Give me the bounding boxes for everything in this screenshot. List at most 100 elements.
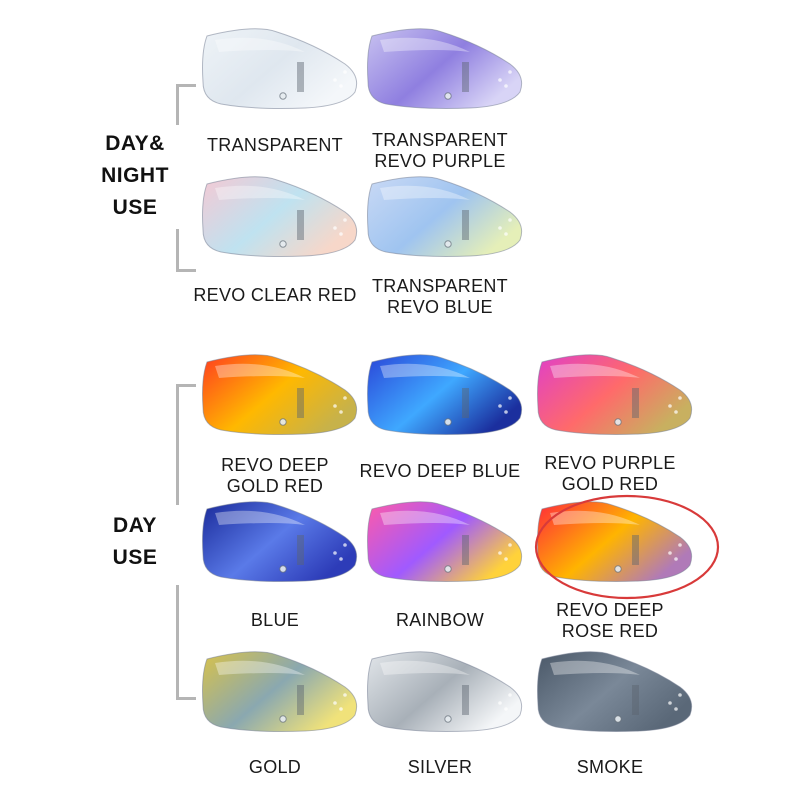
caption-line: GOLD RED (226, 476, 324, 496)
day-line2: USE (112, 546, 158, 569)
caption-line: BLUE (250, 610, 300, 630)
day-night-line2: NIGHT (101, 164, 169, 187)
visor-shape (367, 651, 523, 732)
visor-pin (279, 565, 287, 573)
visor-tab (297, 210, 304, 240)
visor-tab (632, 535, 639, 565)
caption-line: REVO CLEAR RED (193, 285, 357, 305)
visor-revo-deep-gold-red (202, 354, 358, 435)
visor-smoke (537, 651, 693, 732)
visor-vent-dot (668, 551, 672, 555)
caption-transparent: TRANSPARENT (175, 135, 375, 156)
visor-revo-purple-gold-red (537, 354, 693, 435)
visor-revo-clear-red (202, 176, 358, 257)
day-use-label: DAY USE (95, 510, 175, 574)
visor-tab (462, 685, 469, 715)
visor-revo-deep-blue (367, 354, 523, 435)
caption-line: REVO BLUE (387, 297, 493, 317)
visor-vent-dot (508, 218, 512, 222)
selection-ring (534, 494, 720, 600)
visor-vent-dot (504, 410, 508, 414)
visor-vent-dot (498, 701, 502, 705)
visor-shape (202, 501, 358, 582)
visor-vent-dot (508, 70, 512, 74)
caption-smoke: SMOKE (510, 757, 710, 778)
visor-vent-dot (498, 78, 502, 82)
caption-rainbow: RAINBOW (340, 610, 540, 631)
visor-vent-dot (678, 543, 682, 547)
day-night-use-label: DAY& NIGHT USE (90, 128, 180, 224)
day-night-line3: USE (112, 196, 158, 219)
visor-vent-dot (504, 707, 508, 711)
visor-shape (367, 354, 523, 435)
visor-vent-dot (674, 557, 678, 561)
visor-shine (380, 363, 470, 378)
visor-vent-dot (504, 557, 508, 561)
visor-tab (632, 685, 639, 715)
visor-shape (537, 651, 693, 732)
visor-shape (367, 501, 523, 582)
visor-shape (367, 176, 523, 257)
caption-blue: BLUE (175, 610, 375, 631)
caption-line: REVO DEEP (556, 600, 664, 620)
visor-pin (279, 418, 287, 426)
visor-tab (462, 535, 469, 565)
visor-tab (462, 210, 469, 240)
visor-vent-dot (333, 226, 337, 230)
visor-blue (202, 501, 358, 582)
visor-vent-dot (339, 410, 343, 414)
visor-transparent-revo-purple (367, 28, 523, 109)
visor-vent-dot (339, 557, 343, 561)
caption-line: SILVER (407, 757, 473, 777)
visor-vent-dot (343, 543, 347, 547)
visor-tab (297, 685, 304, 715)
day-line1: DAY (113, 514, 157, 537)
selection-ring-ellipse (534, 494, 720, 600)
visor-pin (614, 418, 622, 426)
caption-line: SMOKE (576, 757, 644, 777)
visor-vent-dot (343, 70, 347, 74)
visor-shine (380, 510, 470, 525)
caption-revo-clear-red: REVO CLEAR RED (175, 285, 375, 306)
visor-pin (444, 565, 452, 573)
visor-vent-dot (333, 701, 337, 705)
visor-shine (380, 660, 470, 675)
visor-vent-dot (343, 396, 347, 400)
visor-pin (614, 565, 622, 573)
visor-tab (297, 388, 304, 418)
visor-tab (297, 535, 304, 565)
visor-vent-dot (508, 693, 512, 697)
caption-line: TRANSPARENT (372, 276, 508, 296)
visor-vent-dot (504, 84, 508, 88)
visor-pin (444, 418, 452, 426)
caption-line: GOLD (248, 757, 302, 777)
caption-line: RAINBOW (395, 610, 485, 630)
caption-line: REVO PURPLE (544, 453, 676, 473)
visor-pin (279, 715, 287, 723)
visor-shape (367, 28, 523, 109)
visor-shape (202, 176, 358, 257)
visor-shine (215, 510, 305, 525)
visor-vent-dot (674, 707, 678, 711)
visor-rainbow (367, 501, 523, 582)
visor-vent-dot (339, 707, 343, 711)
visor-vent-dot (678, 396, 682, 400)
visor-tab (462, 388, 469, 418)
visor-revo-deep-rose-red (537, 501, 693, 582)
caption-line: REVO PURPLE (374, 151, 506, 171)
visor-vent-dot (339, 84, 343, 88)
visor-shine (550, 363, 640, 378)
visor-transparent-revo-blue (367, 176, 523, 257)
visor-vent-dot (498, 226, 502, 230)
visor-pin (614, 715, 622, 723)
day-bracket-gap (170, 505, 184, 585)
visor-shape (202, 651, 358, 732)
visor-vent-dot (508, 396, 512, 400)
visor-shine (550, 510, 640, 525)
caption-line: REVO DEEP BLUE (359, 461, 521, 481)
visor-tab (632, 388, 639, 418)
visor-tab (462, 62, 469, 92)
